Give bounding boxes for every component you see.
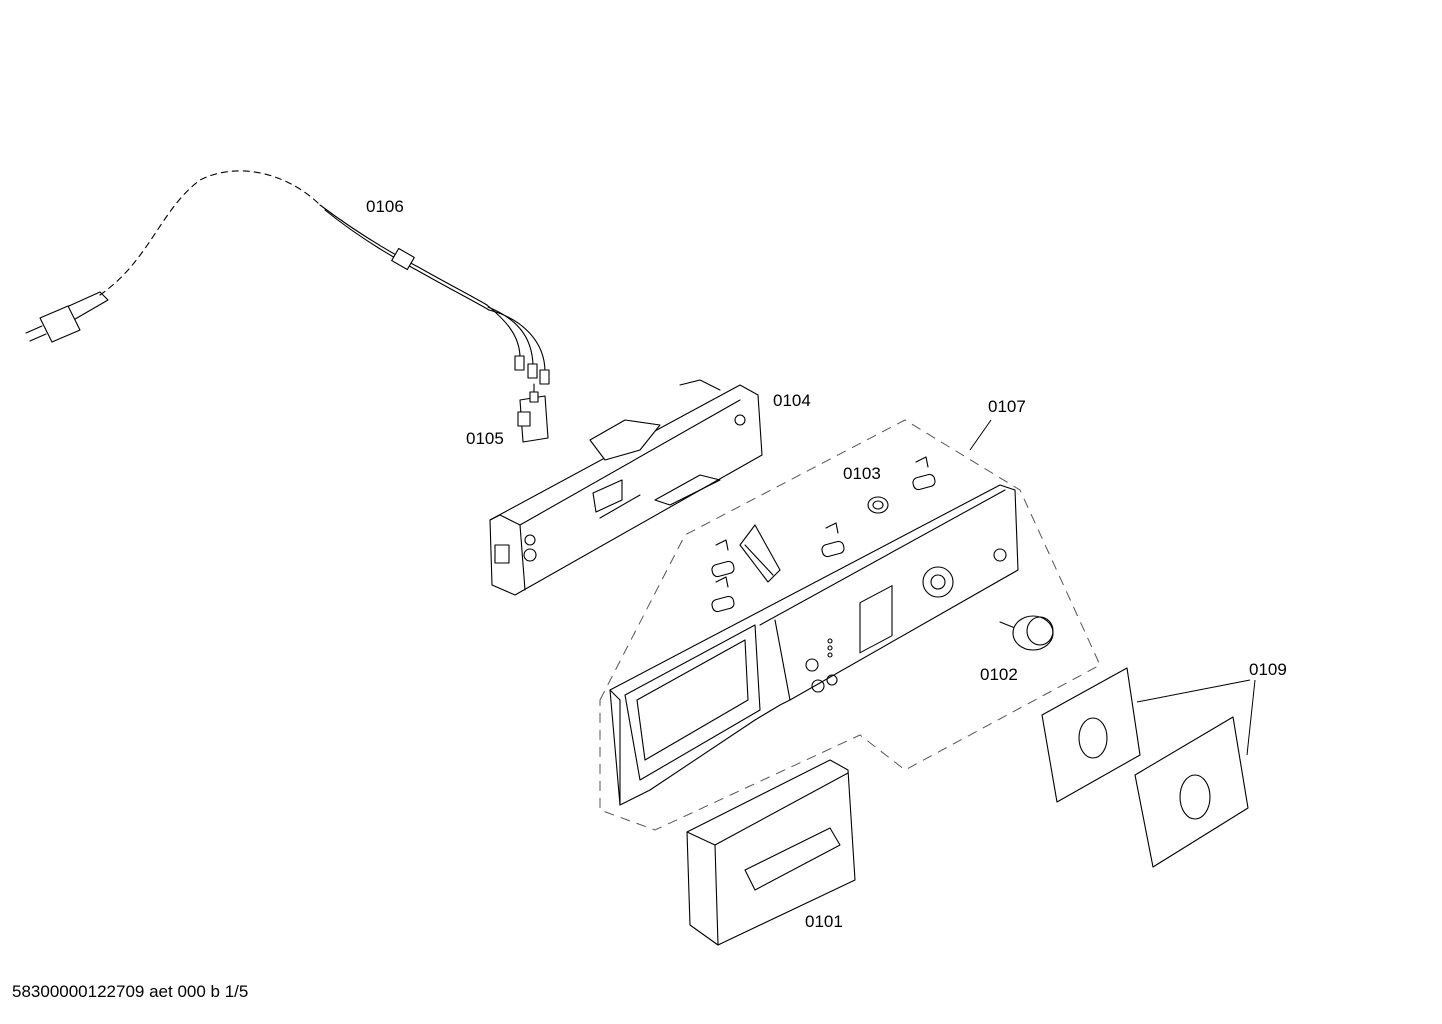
panel-buttons bbox=[711, 456, 936, 613]
power-cord-0106 bbox=[25, 170, 550, 385]
part-label-0102: 0102 bbox=[980, 665, 1018, 684]
part-label-0101: 0101 bbox=[805, 912, 843, 931]
part-label-0104: 0104 bbox=[773, 391, 811, 410]
part-label-0103: 0103 bbox=[843, 464, 881, 483]
electronic-module-0104 bbox=[489, 379, 763, 596]
light-guide-0103 bbox=[867, 496, 889, 514]
part-label-0109: 0109 bbox=[1249, 660, 1287, 679]
part-label-0106: 0106 bbox=[366, 197, 404, 216]
control-panel-assembly-outline bbox=[599, 419, 1101, 831]
connector-0105 bbox=[517, 383, 549, 443]
knob-0102 bbox=[999, 615, 1054, 651]
drawer-handle-0101 bbox=[686, 759, 856, 946]
document-code: 58300000122709 aet 000 b 1/5 bbox=[12, 982, 249, 1001]
leader-lines bbox=[969, 419, 992, 451]
control-panel-0107 bbox=[609, 484, 1019, 806]
part-label-0105: 0105 bbox=[466, 429, 504, 448]
cover-plates-0109 bbox=[1041, 667, 1256, 868]
part-label-0107: 0107 bbox=[988, 397, 1026, 416]
